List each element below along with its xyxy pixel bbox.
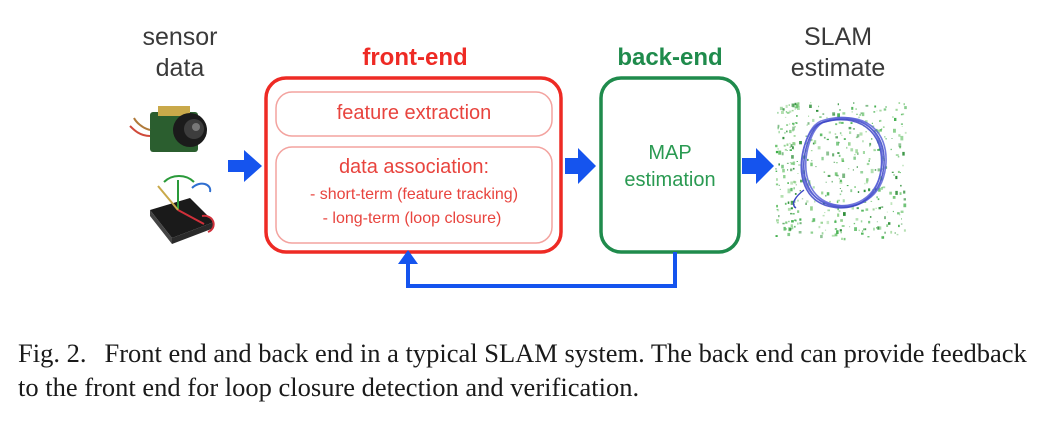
back-end-box [599,76,741,254]
feedback-loop-arrow [406,252,677,288]
arrow-back-end-to-estimate [742,148,774,184]
front-end-title: front-end [362,44,468,71]
sensor-label-line2: data [155,54,205,82]
figure-caption: Fig. 2.Front end and back end in a typic… [18,336,1048,404]
map-line1: MAP [648,142,692,164]
caption-text: Front end and back end in a typical SLAM… [18,338,1027,402]
slam-label-line1: SLAM [803,23,873,51]
data-association-title: data association: [338,156,490,178]
camera-sensor-icon [129,106,207,152]
feature-extraction-box [275,91,553,137]
feedback-arrow-head [398,250,418,264]
data-association-box [275,146,553,244]
arrow-sensors-to-front-end [228,150,262,182]
caption-label: Fig. 2. [18,338,87,368]
sensor-label-line1: sensor [142,23,218,51]
sensor-data-label: sensor data [130,22,230,84]
back-end-title: back-end [617,44,723,71]
map-estimation-label: MAP estimation [601,140,739,194]
slam-estimate-label: SLAM estimate [768,22,908,84]
arrow-front-to-back-end [565,148,596,184]
map-line2: estimation [624,169,716,191]
feature-extraction-label: feature extraction [336,102,492,124]
point-cloud-map-icon [775,102,907,241]
slam-label-line2: estimate [790,54,886,82]
imu-sensor-icon [150,175,215,244]
short-term-label: - short-term (feature tracking) [309,186,519,203]
slam-pipeline-diagram [129,76,907,288]
long-term-label: - long-term (loop closure) [322,210,502,227]
